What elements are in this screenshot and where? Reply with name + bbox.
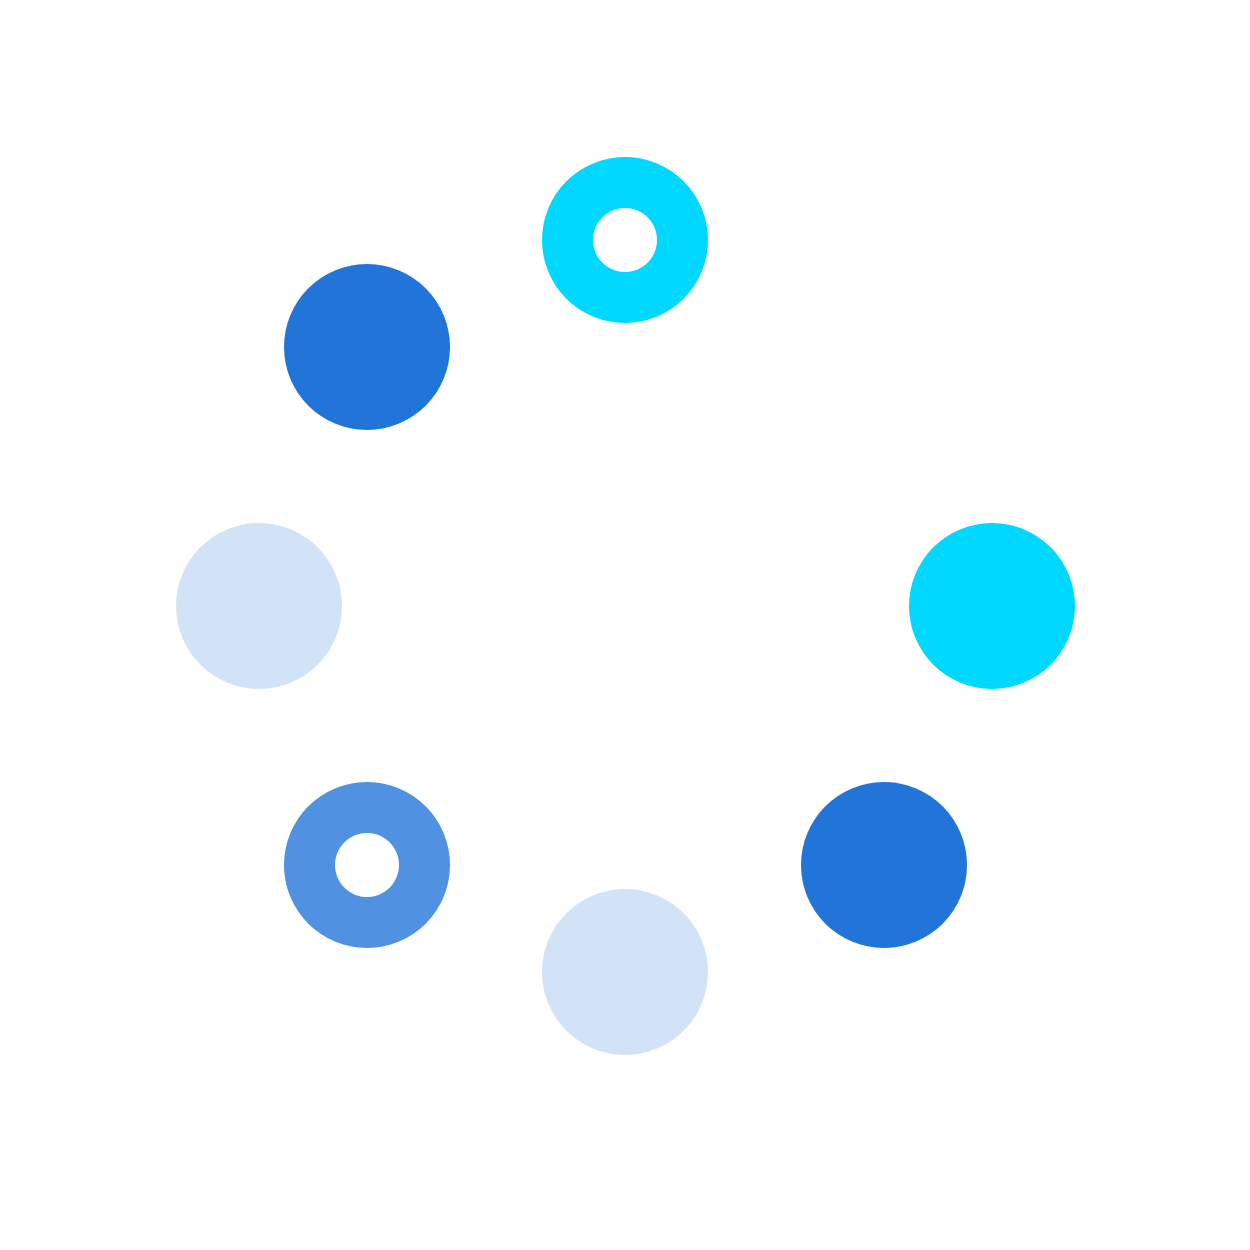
dot-top-hole [593,208,657,272]
dot-right [909,523,1075,689]
dot-left [176,523,342,689]
dot-right-disc [909,523,1075,689]
dot-top-left [284,264,450,430]
dot-left-disc [176,523,342,689]
dot-bottom-left-hole [335,833,399,897]
dot-bottom-disc [542,889,708,1055]
dot-bottom-right-disc [801,782,967,948]
dot-bottom [542,889,708,1055]
dot-top-left-disc [284,264,450,430]
dot-bottom-right [801,782,967,948]
dot-top [542,157,708,323]
dot-bottom-left [284,782,450,948]
